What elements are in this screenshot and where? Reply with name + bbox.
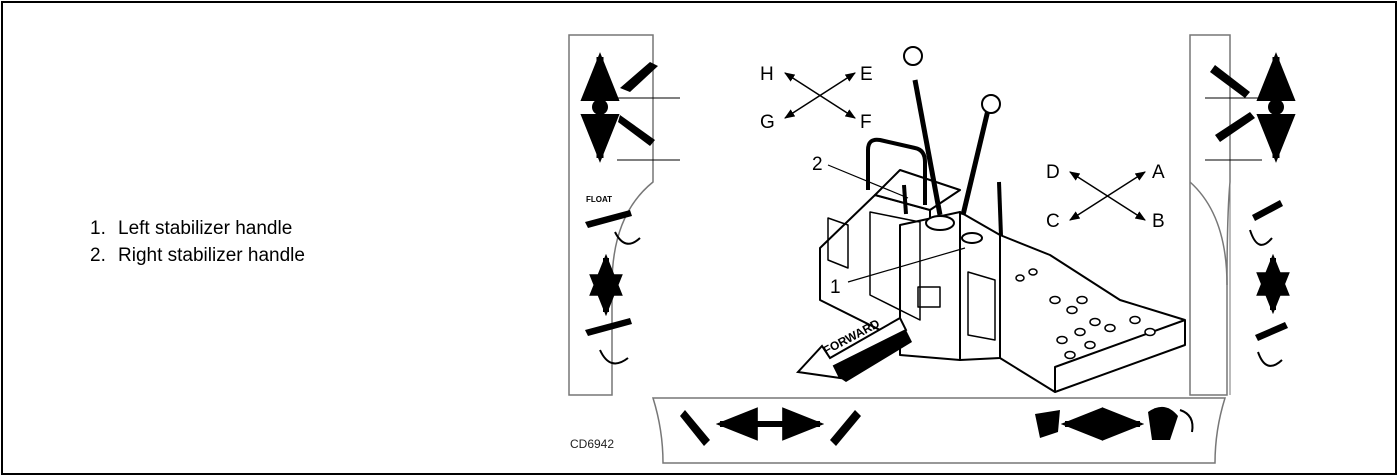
- legend-text: Right stabilizer handle: [118, 245, 305, 266]
- callout-1-leader: [847, 247, 966, 283]
- right-decal-panel-curve: [1189, 181, 1228, 286]
- right-decal-panel: [1189, 34, 1231, 396]
- swing-left-right-icon: [680, 407, 861, 446]
- arrow-label-h: H: [760, 64, 774, 85]
- boom-up-down-icon: [580, 52, 680, 163]
- arrow-label-g: G: [760, 112, 775, 133]
- legend-number: 2.: [90, 245, 106, 266]
- legend: 1. Left stabilizer handle 2. Right stabili…: [90, 215, 305, 269]
- stabilizer-raise-lower-icon: [585, 210, 641, 365]
- arrow-label-e: E: [860, 64, 873, 85]
- bucket-open-close-icon: [1035, 406, 1194, 441]
- legend-number: 1.: [90, 218, 106, 239]
- left-decal-panel: [568, 34, 654, 396]
- arrow-label-c: C: [1046, 211, 1060, 232]
- arrow-label-a: A: [1152, 162, 1165, 183]
- float-label: FLOAT: [586, 195, 612, 204]
- figure-code: CD6942: [570, 437, 615, 451]
- arrow-label-b: B: [1152, 211, 1165, 232]
- legend-item-left-stabilizer: 1. Left stabilizer handle: [90, 215, 305, 242]
- legend-text: Left stabilizer handle: [118, 218, 293, 239]
- arrows-h-e-g-f: [784, 72, 856, 119]
- callout-2-leader: [827, 164, 909, 199]
- crowd-in-out-icon: [1205, 52, 1296, 163]
- arrow-label-f: F: [860, 112, 872, 133]
- callout-2: 2: [812, 154, 823, 175]
- legend-item-right-stabilizer: 2. Right stabilizer handle: [90, 242, 305, 269]
- arrow-label-d: D: [1046, 162, 1060, 183]
- mounting-holes: [1015, 268, 1156, 360]
- bottom-decal-panel: [651, 397, 1227, 464]
- forward-arrow: [795, 316, 912, 382]
- control-tower: [819, 46, 1186, 393]
- callout-1: 1: [830, 277, 841, 298]
- bucket-curl-icon: [1249, 200, 1290, 367]
- arrows-d-a-c-b: [1069, 171, 1146, 221]
